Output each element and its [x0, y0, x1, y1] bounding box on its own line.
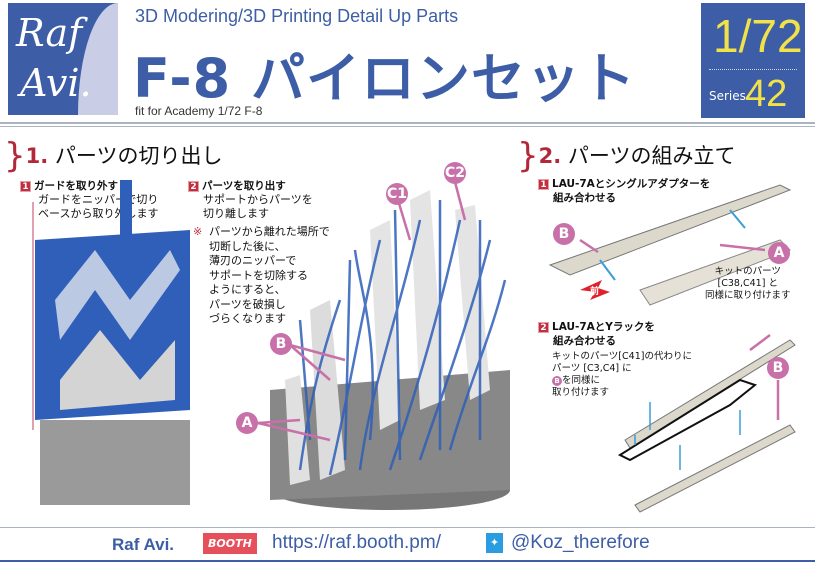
callout-c1: C1 — [386, 183, 408, 205]
footer-divider — [0, 527, 815, 528]
callout-c2: C2 — [444, 162, 466, 184]
text-line: 切り離します — [203, 207, 269, 220]
text-line: パーツから離れた場所で — [209, 225, 330, 238]
page-title: F-8 パイロンセット — [133, 47, 637, 110]
s2-step1-text: キットのパーツ [C38,C41] と 同様に取り付けます — [705, 266, 791, 302]
logo-text-raf: Raf — [16, 11, 83, 55]
section2-heading: }2. パーツの組み立て — [517, 132, 736, 176]
logo-text-avi: Avi. — [20, 61, 92, 105]
divider — [709, 69, 797, 70]
text-line: 取り付けます — [552, 387, 610, 398]
twitter-icon: ✦ — [486, 533, 503, 553]
text-line: [C38,C41] と — [717, 278, 778, 289]
note-mark: ※ — [193, 225, 203, 238]
step-title: パーツを取り出す — [202, 180, 286, 192]
text-line: パーツを破損し — [209, 297, 286, 311]
text-line: サポートからパーツを — [203, 193, 313, 206]
text-line: づらくなります — [209, 312, 286, 325]
fit-note: fit for Academy 1/72 F-8 — [135, 104, 263, 118]
footer-bottom-line — [0, 560, 815, 562]
text-line: 切断した後に、 — [209, 239, 286, 253]
step-number: 1 — [538, 179, 549, 190]
support-illustration — [270, 190, 510, 510]
callout-a: A — [768, 242, 790, 264]
bracket: } — [517, 136, 539, 176]
section-number: 1. — [25, 144, 49, 168]
callout-b: B — [270, 333, 292, 355]
series-number: 42 — [745, 73, 788, 115]
text-line: キットのパーツ — [714, 266, 781, 277]
section1-illustration — [32, 180, 510, 510]
text-line: を同様に — [562, 375, 601, 386]
text-line: パーツ [C3,C4] に — [552, 363, 632, 374]
s1-step2-note: ※ パーツから離れた場所で 切断した後に、 薄刃のニッパーで サポートを切除する… — [193, 225, 330, 327]
step-number: 2 — [188, 181, 199, 192]
lau7a-y-rack — [617, 334, 796, 513]
front-label: 前 — [590, 287, 600, 297]
footer: Raf Avi. BOOTH https://raf.booth.pm/ ✦ @… — [0, 530, 815, 560]
callout-b: B — [553, 223, 575, 245]
section-title: パーツの切り出し — [54, 144, 223, 168]
section-number: 2. — [538, 144, 562, 168]
text-line: ようにすると、 — [209, 283, 286, 296]
guard-illustration — [32, 180, 190, 505]
step-number: 2 — [538, 322, 549, 333]
section1-heading: }1. パーツの切り出し — [4, 132, 223, 176]
s1-step2-text: サポートからパーツを 切り離します — [203, 193, 313, 221]
front-arrow — [580, 280, 610, 300]
step-number: 1 — [20, 181, 31, 192]
footer-brand: Raf Avi. — [112, 535, 175, 554]
print-base — [40, 420, 190, 505]
text-line: サポートを切除する — [209, 268, 308, 282]
text-line: 同様に取り付けます — [705, 290, 791, 301]
booth-logo: BOOTH — [203, 533, 257, 554]
scale: 1/72 — [713, 10, 803, 62]
callout-leaders — [257, 181, 467, 442]
raf-avi-logo: Raf Avi. — [8, 3, 118, 115]
header-divider — [0, 122, 815, 124]
text-line: 薄刃のニッパーで — [209, 254, 297, 267]
scale-series-badge: 1/72 Series 42 — [701, 3, 805, 118]
lau7a-single-adapter — [548, 184, 792, 306]
step-title: ガードを取り外す — [34, 180, 118, 192]
callout-b-2: B — [767, 357, 789, 379]
step-title: 組み合わせる — [553, 192, 616, 204]
inline-callout-b: B — [552, 376, 562, 386]
header-divider-2 — [0, 126, 815, 127]
series-label: Series — [709, 89, 746, 103]
booth-url-link[interactable]: https://raf.booth.pm/ — [272, 532, 441, 553]
step-title: LAU-7AとYラックを — [552, 321, 655, 333]
section-title: パーツの組み立て — [567, 144, 736, 168]
step-title: 組み合わせる — [553, 335, 616, 347]
section2-illustration — [548, 184, 796, 513]
callout-a: A — [236, 412, 258, 434]
twitter-handle-link[interactable]: @Koz_therefore — [511, 532, 650, 553]
step-title: LAU-7Aとシングルアダプターを — [552, 178, 711, 190]
subtitle: 3D Modering/3D Printing Detail Up Parts — [135, 6, 459, 26]
text-line: キットのパーツ[C41]の代わりに — [552, 351, 692, 362]
bracket: } — [4, 136, 26, 176]
